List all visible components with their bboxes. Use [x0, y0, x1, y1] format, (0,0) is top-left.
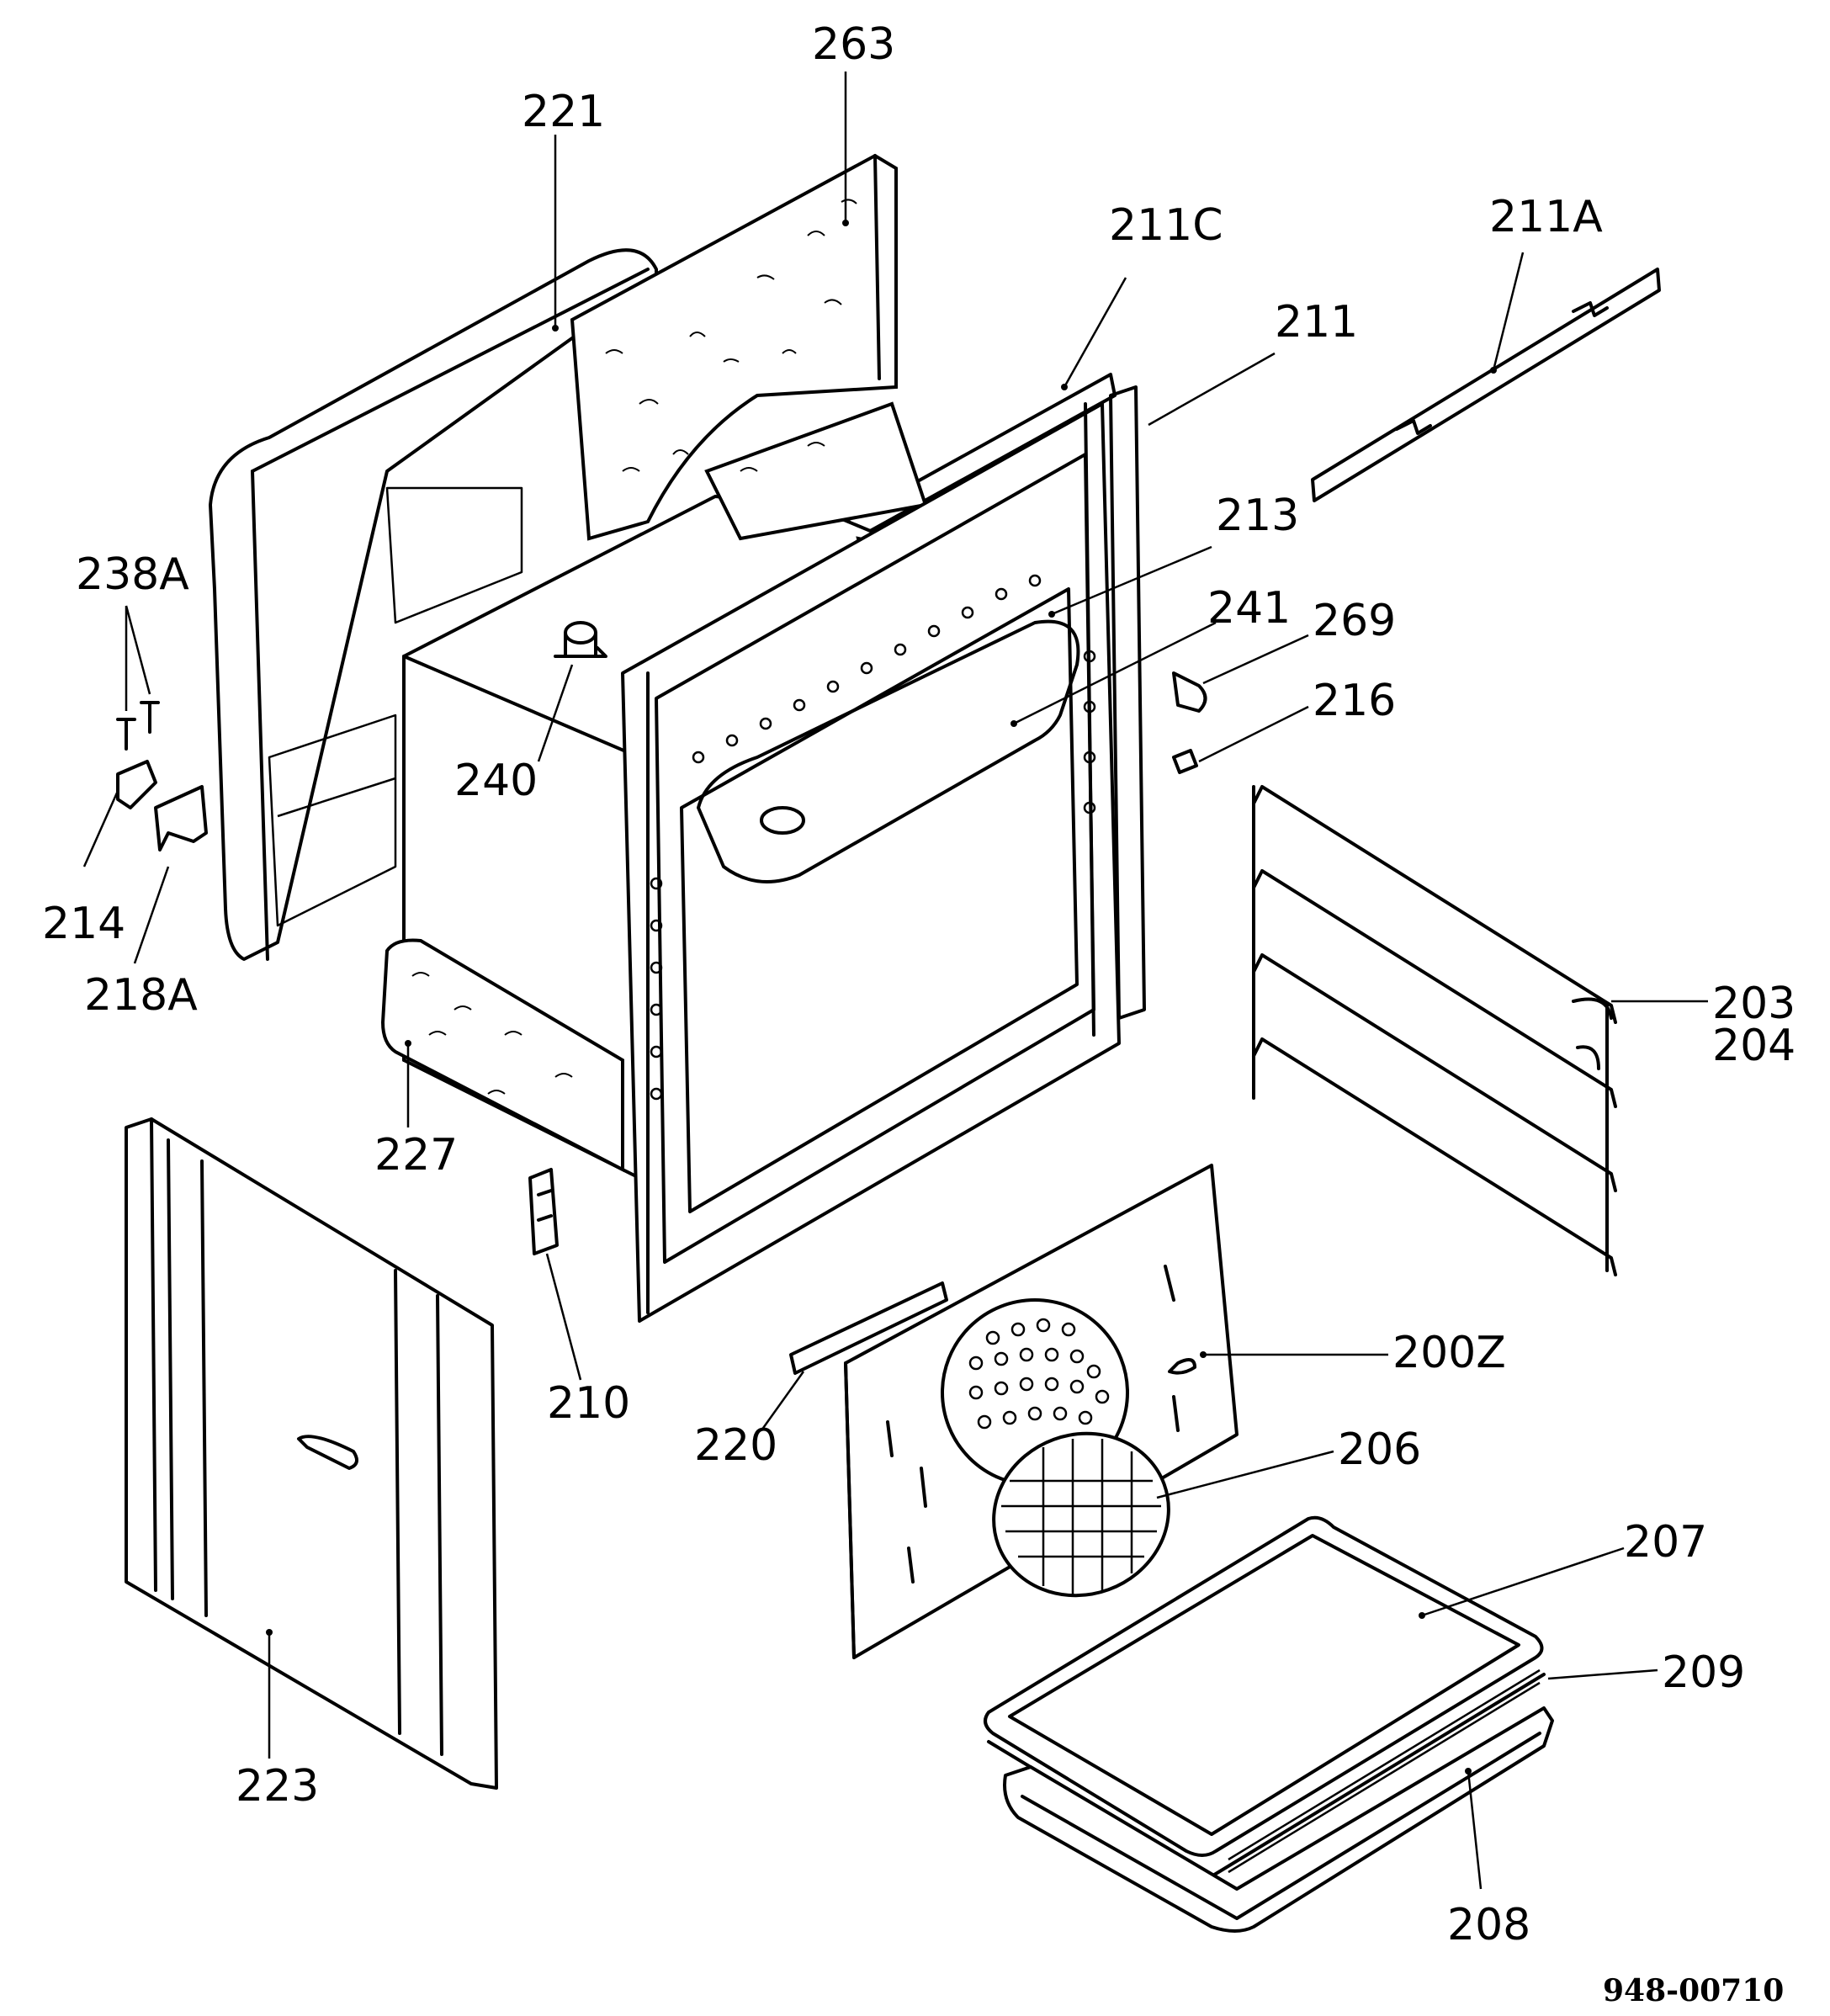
part-220-bracket: [789, 1281, 948, 1375]
diagram-code: 948-00710: [1603, 1973, 1784, 2008]
fan-panel-perforations: [968, 1318, 1110, 1430]
label-210: 210: [547, 1378, 630, 1429]
label-216: 216: [1313, 676, 1396, 726]
label-200Z: 200Z: [1392, 1328, 1506, 1378]
label-221: 221: [522, 87, 605, 137]
label-211A: 211A: [1489, 192, 1603, 242]
part-221-back-panel: [209, 248, 658, 961]
label-209: 209: [1662, 1647, 1745, 1698]
label-223: 223: [236, 1761, 319, 1812]
part-211-door-seal: [1109, 385, 1146, 1020]
part-218A-bracket: [154, 785, 208, 851]
part-210-clip: [528, 1168, 559, 1255]
label-211: 211: [1275, 297, 1358, 347]
label-213: 213: [1216, 491, 1299, 541]
label-211C: 211C: [1109, 200, 1223, 251]
label-218A: 218A: [84, 970, 198, 1021]
leader-lines: [82, 72, 1708, 1890]
part-206-grease-filter: [992, 1431, 1170, 1598]
label-208: 208: [1447, 1900, 1530, 1950]
label-263: 263: [812, 19, 895, 70]
part-211A-rail: [1311, 268, 1661, 502]
part-208-drip-tray: [1003, 1706, 1554, 1933]
label-214: 214: [42, 899, 125, 949]
label-227: 227: [374, 1130, 458, 1180]
label-240: 240: [454, 756, 538, 806]
part-227-bottom-insulation: [380, 938, 624, 1173]
label-269: 269: [1313, 596, 1396, 646]
label-206: 206: [1338, 1424, 1421, 1475]
part-263-top-insulation: [570, 153, 898, 541]
part-216-screw: [1172, 749, 1198, 774]
part-207-baking-tray: [984, 1515, 1544, 1857]
part-269-lamp: [1172, 671, 1207, 713]
part-203-204-shelf-runners: [1252, 785, 1617, 1276]
frame-holes: [650, 574, 1096, 1101]
part-labels: 263 221 211C 211A 211 213 238A 241 269 2…: [42, 19, 1796, 2008]
part-213-front-frame: [621, 402, 1121, 1323]
part-240-thermostat-bulb: [554, 621, 607, 658]
part-223-side-panel: [125, 1117, 498, 1790]
label-207: 207: [1624, 1517, 1707, 1568]
part-214-hinge: [116, 760, 157, 809]
label-238A: 238A: [76, 549, 189, 600]
part-238A-screws: [116, 701, 160, 751]
label-204: 204: [1712, 1021, 1796, 1071]
label-241: 241: [1207, 583, 1291, 634]
part-241-element: [697, 619, 1080, 883]
label-203: 203: [1712, 979, 1796, 1029]
label-220: 220: [694, 1420, 777, 1471]
